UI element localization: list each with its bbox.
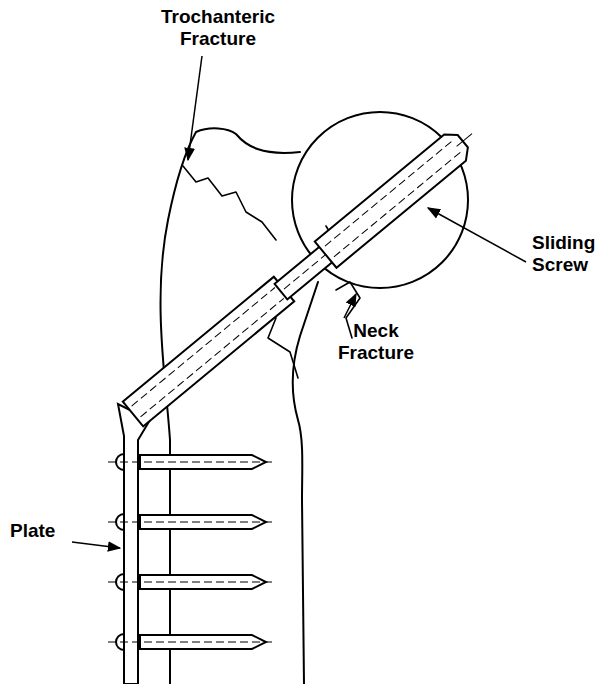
leader-line (72, 542, 120, 548)
leader-line (428, 208, 526, 262)
trochanteric-fracture-line (183, 166, 276, 240)
leader-line (344, 294, 356, 318)
part-label: Plate (10, 520, 55, 542)
fracture-label: Trochanteric Fracture (161, 6, 275, 50)
leader-line (188, 56, 202, 160)
sliding-screw (122, 120, 483, 427)
femur-outline (161, 128, 300, 684)
femur-medial (293, 282, 318, 684)
part-label: Sliding Screw (532, 232, 595, 276)
cortical-screws (108, 454, 272, 650)
fracture-label: Neck Fracture (338, 320, 414, 364)
